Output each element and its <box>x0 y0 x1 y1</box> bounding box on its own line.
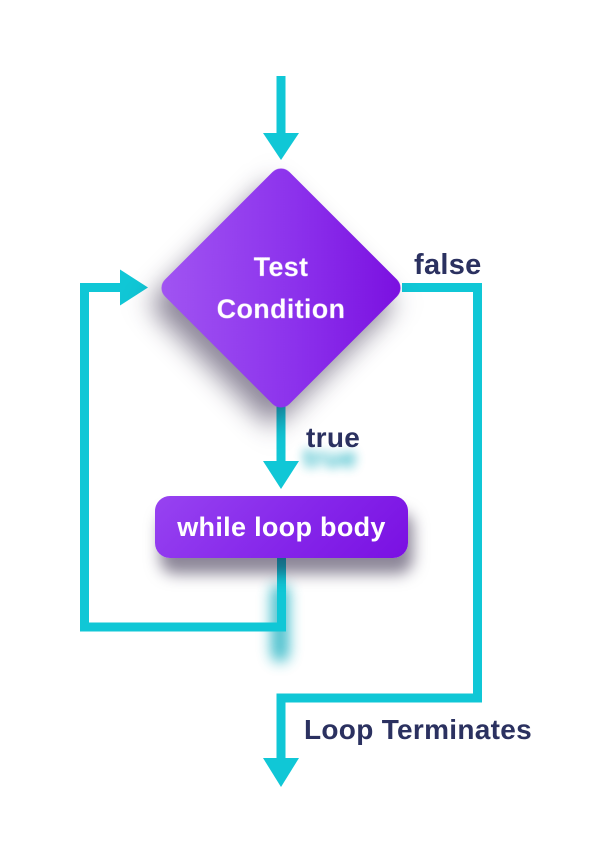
decision-label-line1: Test <box>253 252 309 282</box>
entry-edge <box>263 76 299 160</box>
false-edge <box>263 283 482 787</box>
arrow-right-icon <box>120 269 148 306</box>
process-node-label: while loop body <box>177 511 386 542</box>
false-branch-label: false <box>414 249 482 281</box>
loop-terminates-label: Loop Terminates <box>304 714 533 745</box>
arrow-down-icon <box>263 461 299 489</box>
arrow-down-icon <box>263 758 299 787</box>
loop-back-line <box>80 283 286 632</box>
true-edge <box>263 406 299 489</box>
decision-label-line2: Condition <box>216 294 346 324</box>
process-node-while-loop-body: while loop body <box>155 496 408 558</box>
loop-back-edge <box>80 269 286 632</box>
true-branch-label-glow: true <box>303 442 358 473</box>
true-branch-label: true <box>306 422 361 453</box>
false-line <box>276 283 482 759</box>
decision-node-label: Test Condition <box>193 200 369 376</box>
arrow-down-icon <box>263 133 299 160</box>
decision-node-test-condition: Test Condition <box>156 163 406 413</box>
